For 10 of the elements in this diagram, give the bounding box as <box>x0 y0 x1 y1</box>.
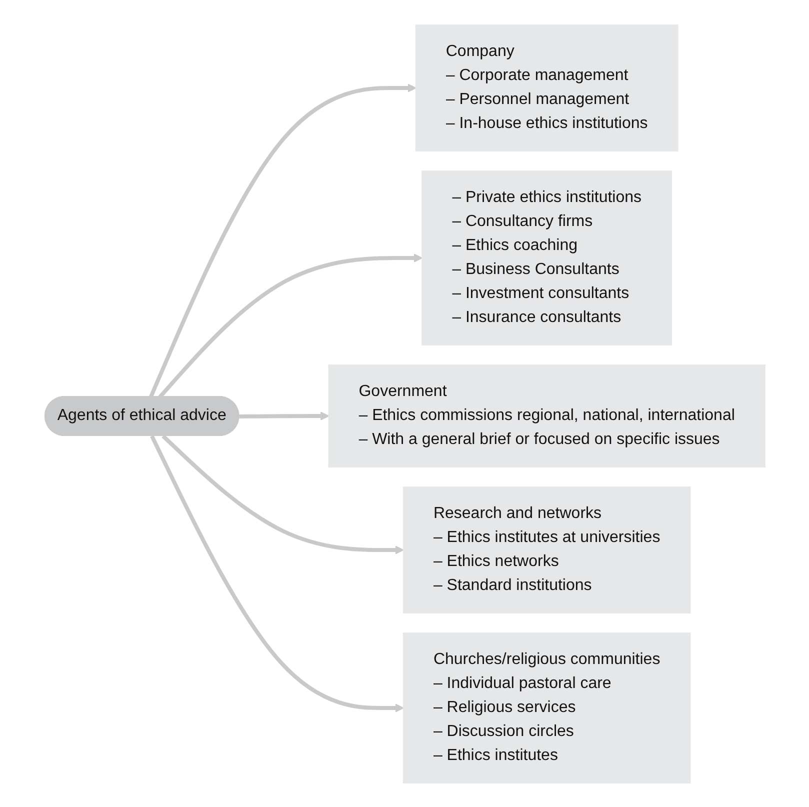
arrow <box>150 434 404 712</box>
node-box: Churches/religious communities – Individual pastoral care – Religious services – Discussion circles – Ethics institutes <box>402 632 690 783</box>
node-box: – Private ethics institutions – Consultancy firms – Ethics coaching – Business Consultants – Investment consultants – Insurance consultants <box>421 170 672 345</box>
arrow <box>238 411 329 420</box>
node-box: Government – Ethics commissions regional, national, international – With a general brief or focused on specific issues <box>328 364 765 467</box>
arrow <box>158 253 422 398</box>
arrow <box>161 434 404 554</box>
node-box: Research and networks – Ethics institutes at universities – Ethics networks – Standard institutions <box>402 486 690 613</box>
arrow <box>148 83 416 398</box>
node-box: Company – Corporate management – Personnel management – In-house ethics institutions <box>414 24 678 151</box>
